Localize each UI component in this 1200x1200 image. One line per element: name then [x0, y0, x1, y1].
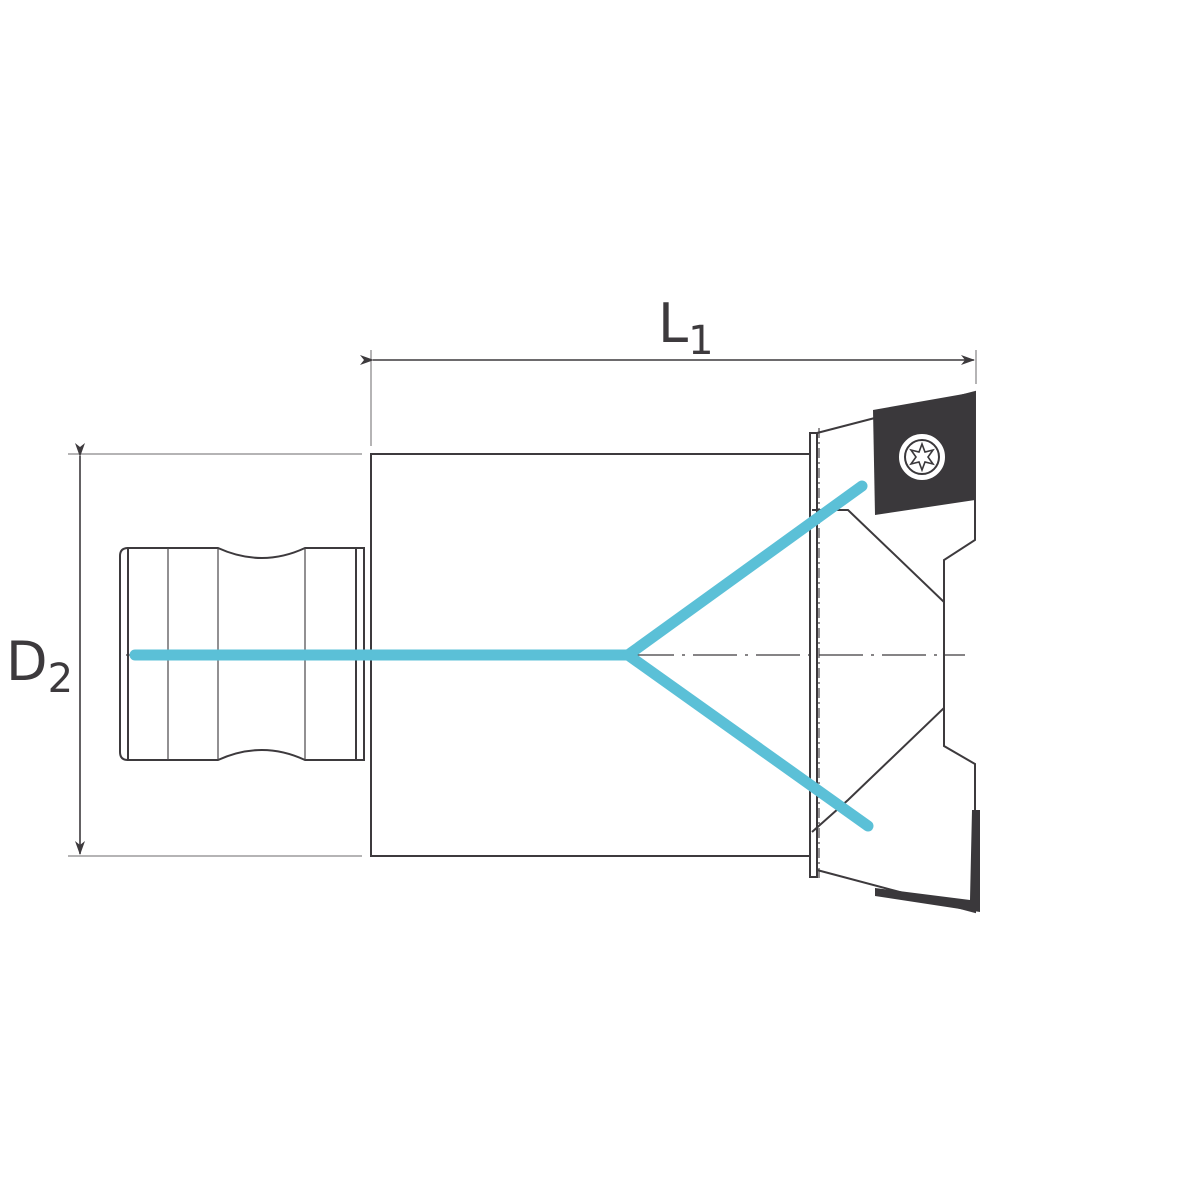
length-subscript: 1	[688, 318, 713, 364]
upper-insert	[873, 392, 975, 515]
lower-insert	[875, 810, 980, 912]
length-symbol: L	[658, 292, 688, 355]
diameter-dimension: D2	[6, 443, 362, 857]
length-label: L1	[658, 292, 714, 364]
coolant-channel-upper	[622, 480, 868, 661]
diameter-label: D2	[6, 630, 73, 702]
head-chamfer	[811, 509, 945, 833]
body-flange	[809, 432, 818, 878]
torx-screw-icon	[897, 432, 947, 482]
lower-insert-body	[875, 810, 980, 912]
coolant-channels	[129, 480, 874, 832]
length-dimension: L1	[360, 292, 977, 446]
shank-end-flange	[119, 547, 129, 761]
diameter-subscript: 2	[48, 656, 73, 702]
coolant-channel-lower	[622, 649, 874, 832]
diameter-symbol: D	[6, 630, 48, 693]
